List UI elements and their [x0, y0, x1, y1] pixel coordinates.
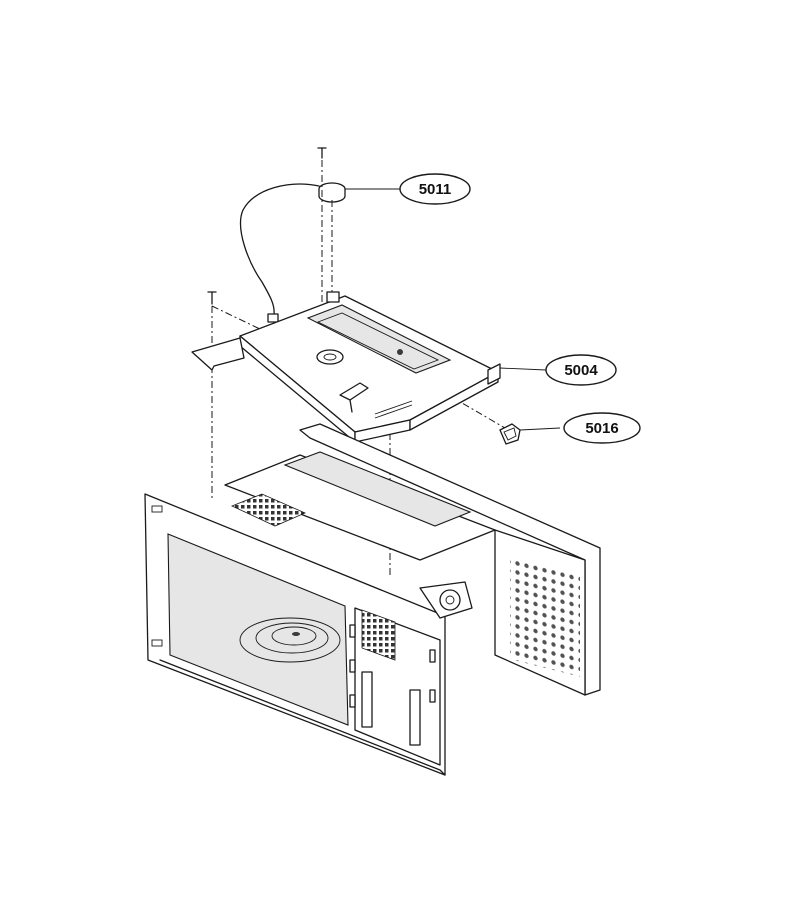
callout-label-5004: 5004 — [564, 362, 598, 379]
clip-5016 — [499, 423, 521, 445]
turntable — [239, 617, 341, 663]
plate-vents — [374, 400, 413, 419]
callout-5004: 5004 — [545, 354, 617, 386]
callout-label-5011: 5011 — [419, 181, 452, 198]
sensor-5011 — [239, 182, 346, 323]
callout-5011: 5011 — [399, 173, 471, 205]
callout-label-5016: 5016 — [585, 420, 618, 437]
screw-left — [207, 291, 217, 305]
callout-5016: 5016 — [563, 412, 641, 444]
top-plate-5004 — [191, 291, 501, 443]
screw-top — [317, 147, 327, 159]
leader-lines — [345, 188, 561, 431]
microwave-chassis — [144, 423, 601, 776]
